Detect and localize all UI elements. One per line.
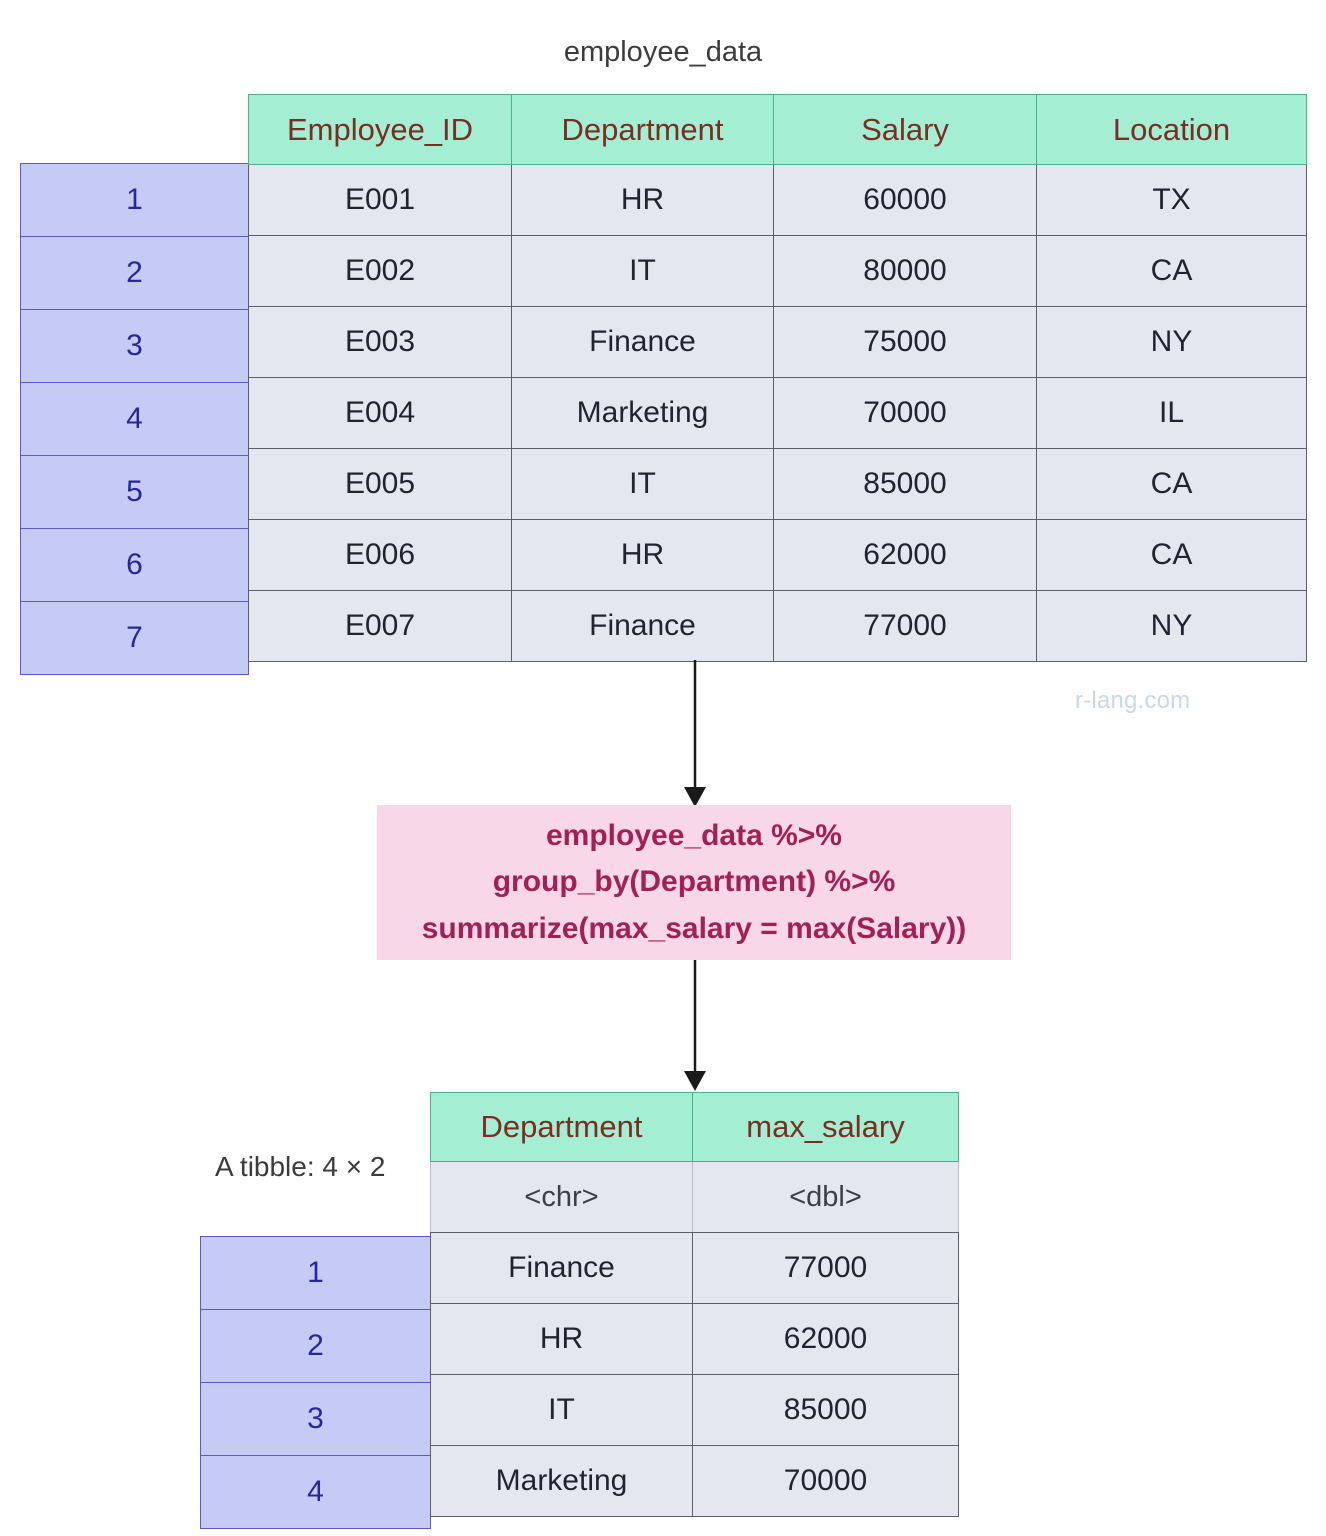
result-index-row: 3 bbox=[200, 1382, 431, 1456]
source-cell: CA bbox=[1036, 235, 1307, 307]
source-index-row: 3 bbox=[20, 309, 249, 383]
source-cell: IL bbox=[1036, 377, 1307, 449]
source-cell: 60000 bbox=[773, 164, 1037, 236]
result-cell: Finance bbox=[430, 1232, 693, 1304]
source-cell: E002 bbox=[248, 235, 512, 307]
row-index: 1 bbox=[20, 163, 249, 237]
source-cell: 70000 bbox=[773, 377, 1037, 449]
source-cell: TX bbox=[1036, 164, 1307, 236]
source-cell: E005 bbox=[248, 448, 512, 520]
source-col-header: Location bbox=[1036, 94, 1307, 165]
code-line-3: summarize(max_salary = max(Salary)) bbox=[421, 911, 967, 945]
source-cell: NY bbox=[1036, 590, 1307, 662]
source-cell: NY bbox=[1036, 306, 1307, 378]
code-line-2: group_by(Department) %>% bbox=[492, 865, 896, 899]
code-line-1: employee_data %>% bbox=[546, 818, 842, 852]
source-index-row: 4 bbox=[20, 382, 249, 456]
source-index-row: 5 bbox=[20, 455, 249, 529]
source-cell: CA bbox=[1036, 448, 1307, 520]
source-cell: Finance bbox=[511, 590, 774, 662]
result-col-header: max_salary bbox=[692, 1092, 959, 1162]
page-title: employee_data bbox=[563, 36, 763, 68]
source-index-row: 6 bbox=[20, 528, 249, 602]
result-cell: HR bbox=[430, 1303, 693, 1375]
row-index: 2 bbox=[20, 236, 249, 310]
row-index: 2 bbox=[200, 1309, 431, 1383]
source-col-header: Department bbox=[511, 94, 774, 165]
source-cell: 62000 bbox=[773, 519, 1037, 591]
result-index-row: 2 bbox=[200, 1309, 431, 1383]
result-col-header: Department bbox=[430, 1092, 693, 1162]
result-col-type: <chr> bbox=[430, 1161, 693, 1233]
row-index: 6 bbox=[20, 528, 249, 602]
source-cell: 75000 bbox=[773, 306, 1037, 378]
watermark-r-lang: r-lang.com bbox=[1075, 687, 1191, 714]
source-index-row: 2 bbox=[20, 236, 249, 310]
row-index: 4 bbox=[20, 382, 249, 456]
arrow-source-to-code bbox=[684, 660, 706, 807]
source-cell: IT bbox=[511, 448, 774, 520]
result-table-type-row: <chr><dbl> bbox=[430, 1161, 959, 1233]
source-cell: 85000 bbox=[773, 448, 1037, 520]
source-col-header: Employee_ID bbox=[248, 94, 512, 165]
source-col-header: Salary bbox=[773, 94, 1037, 165]
code-box: employee_data %>% group_by(Department) %… bbox=[377, 805, 1011, 960]
row-index: 3 bbox=[20, 309, 249, 383]
result-index-row: 4 bbox=[200, 1455, 431, 1529]
source-cell: E006 bbox=[248, 519, 512, 591]
result-cell: 77000 bbox=[692, 1232, 959, 1304]
source-cell: Finance bbox=[511, 306, 774, 378]
source-cell: Marketing bbox=[511, 377, 774, 449]
row-index: 1 bbox=[200, 1236, 431, 1310]
result-cell: Marketing bbox=[430, 1445, 693, 1517]
tibble-caption: A tibble: 4 × 2 bbox=[215, 1151, 386, 1182]
result-cell: 70000 bbox=[692, 1445, 959, 1517]
row-index: 7 bbox=[20, 601, 249, 675]
source-cell: CA bbox=[1036, 519, 1307, 591]
source-cell: E004 bbox=[248, 377, 512, 449]
row-index: 4 bbox=[200, 1455, 431, 1529]
row-index: 3 bbox=[200, 1382, 431, 1456]
source-index-row: 1 bbox=[20, 163, 249, 237]
source-cell: E007 bbox=[248, 590, 512, 662]
source-cell: E001 bbox=[248, 164, 512, 236]
result-col-type: <dbl> bbox=[692, 1161, 959, 1233]
source-cell: 80000 bbox=[773, 235, 1037, 307]
result-index-row: 1 bbox=[200, 1236, 431, 1310]
row-index: 5 bbox=[20, 455, 249, 529]
arrow-code-to-result bbox=[684, 960, 706, 1091]
source-cell: E003 bbox=[248, 306, 512, 378]
source-index-row: 7 bbox=[20, 601, 249, 675]
result-cell: 62000 bbox=[692, 1303, 959, 1375]
source-cell: HR bbox=[511, 519, 774, 591]
result-cell: IT bbox=[430, 1374, 693, 1446]
source-cell: IT bbox=[511, 235, 774, 307]
result-cell: 85000 bbox=[692, 1374, 959, 1446]
source-cell: HR bbox=[511, 164, 774, 236]
source-cell: 77000 bbox=[773, 590, 1037, 662]
